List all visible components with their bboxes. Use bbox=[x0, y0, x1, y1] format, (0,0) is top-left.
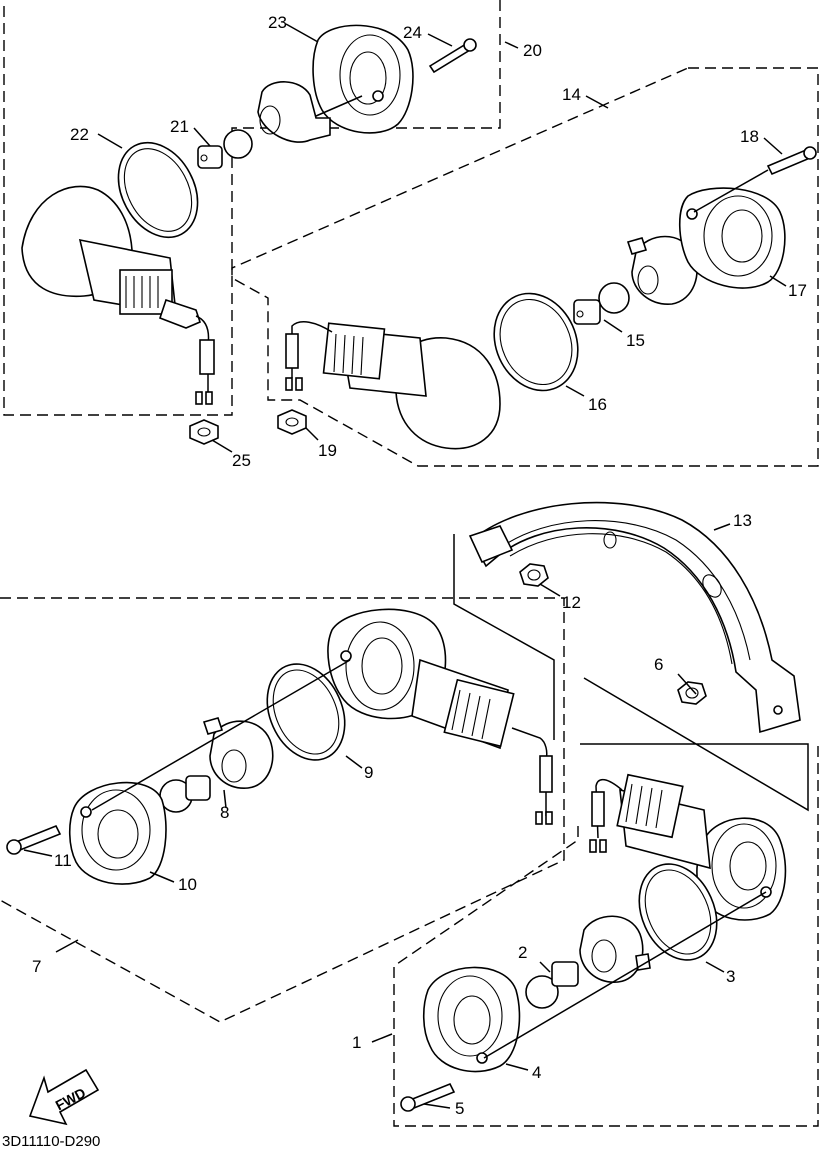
part-13-bracket bbox=[468, 501, 801, 734]
callout-2: 2 bbox=[518, 943, 527, 962]
part-17-housing bbox=[678, 187, 786, 289]
assembly-14-group bbox=[231, 67, 819, 467]
drawing-code: 3D11110-D290 bbox=[2, 1133, 100, 1149]
part-6-nut bbox=[677, 681, 707, 705]
leader-lines bbox=[23, 23, 787, 1109]
callout-23: 23 bbox=[268, 13, 287, 32]
part-socket-lower-left bbox=[202, 717, 274, 789]
callout-9: 9 bbox=[364, 763, 373, 782]
part-12-nut bbox=[519, 563, 549, 587]
assembly-7-group bbox=[0, 597, 565, 1023]
part-9-gasket bbox=[266, 663, 346, 761]
part-25-nut bbox=[189, 419, 219, 445]
part-19-nut bbox=[277, 409, 307, 435]
part-4-housing bbox=[422, 966, 521, 1073]
callout-19: 19 bbox=[318, 441, 337, 460]
callout-10: 10 bbox=[178, 875, 197, 894]
part-socket-lower-right bbox=[579, 915, 651, 983]
part-11-screw bbox=[6, 824, 62, 855]
fwd-arrow-icon: FWD bbox=[28, 1068, 100, 1126]
callout-8: 8 bbox=[220, 803, 229, 822]
callout-6: 6 bbox=[654, 655, 663, 674]
part-3-gasket bbox=[638, 863, 718, 961]
callout-11: 11 bbox=[54, 851, 72, 870]
callout-5: 5 bbox=[455, 1099, 464, 1118]
part-23-housing bbox=[312, 24, 414, 134]
assembly-20-group bbox=[3, 0, 501, 416]
callout-labels: 23 24 20 21 22 14 18 17 15 16 19 25 13 1… bbox=[32, 13, 807, 1118]
part-22-gasket bbox=[117, 141, 199, 239]
part-lens-body-lower-right bbox=[589, 773, 787, 921]
part-16-gasket bbox=[493, 292, 579, 392]
assembly-1-group bbox=[393, 744, 819, 1127]
callout-24: 24 bbox=[403, 23, 422, 42]
callout-3: 3 bbox=[726, 967, 735, 986]
part-5-screw bbox=[400, 1082, 456, 1112]
callout-16: 16 bbox=[588, 395, 607, 414]
part-21-bulb bbox=[197, 129, 253, 169]
part-8-bulb bbox=[159, 775, 211, 813]
callout-25: 25 bbox=[232, 451, 251, 470]
part-2-bulb bbox=[525, 961, 579, 1009]
callout-17: 17 bbox=[788, 281, 807, 300]
callout-20: 20 bbox=[523, 41, 542, 60]
part-10-housing bbox=[68, 781, 167, 885]
part-socket-upper bbox=[257, 81, 331, 143]
callout-12: 12 bbox=[562, 593, 581, 612]
callout-15: 15 bbox=[626, 331, 645, 350]
callout-22: 22 bbox=[70, 125, 89, 144]
callout-14: 14 bbox=[562, 85, 581, 104]
part-24-screw bbox=[428, 38, 477, 74]
callout-18: 18 bbox=[740, 127, 759, 146]
callout-7: 7 bbox=[32, 957, 41, 976]
callout-4: 4 bbox=[532, 1063, 541, 1082]
part-socket-right bbox=[626, 235, 698, 305]
callout-1: 1 bbox=[352, 1033, 361, 1052]
part-18-screw bbox=[766, 146, 817, 176]
callout-21: 21 bbox=[170, 117, 189, 136]
part-lens-body-upper bbox=[21, 185, 215, 405]
part-lens-body-right bbox=[285, 320, 501, 450]
callout-13: 13 bbox=[733, 511, 752, 530]
part-lens-body-lower bbox=[327, 608, 553, 825]
part-15-bulb bbox=[573, 282, 630, 325]
